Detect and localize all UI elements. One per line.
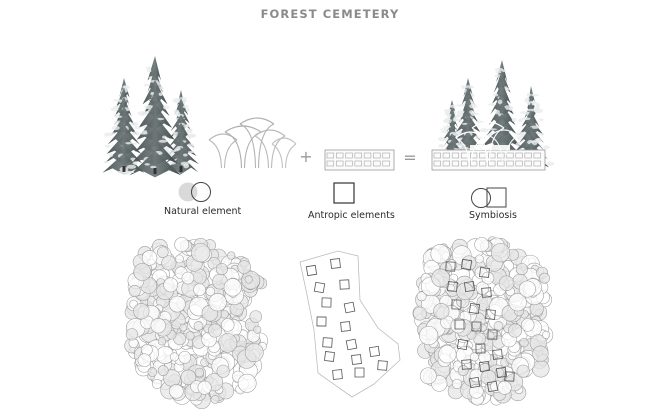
antropic-building-illustration bbox=[324, 149, 395, 171]
canopy-structures-illustration bbox=[208, 117, 297, 169]
canopy-shape bbox=[471, 121, 505, 163]
symbiosis-illustration bbox=[431, 60, 555, 171]
canopy-shape bbox=[239, 117, 275, 169]
circle-square-icon bbox=[471, 187, 507, 208]
building-shape bbox=[431, 149, 546, 171]
symbiosis-label: Symbiosis bbox=[469, 210, 517, 221]
tree-shape bbox=[102, 78, 145, 175]
antropic-elements-label: Antropic elements bbox=[308, 210, 395, 221]
natural-trees-illustration bbox=[102, 56, 199, 178]
canopy-shape bbox=[208, 133, 238, 169]
natural-plan-map bbox=[124, 237, 269, 410]
tree-shape bbox=[124, 56, 182, 178]
square-icon bbox=[333, 182, 355, 204]
canopy-shape bbox=[271, 137, 297, 169]
natural-element-label: Natural element bbox=[164, 206, 242, 217]
antropic-plan-map bbox=[299, 250, 401, 398]
symbiosis-plan-map bbox=[412, 236, 554, 406]
building-shape bbox=[324, 149, 395, 171]
overlapping-circles-icon bbox=[178, 182, 211, 202]
plus-operator: + bbox=[299, 147, 312, 166]
tree-shape bbox=[512, 86, 555, 170]
equals-operator: = bbox=[403, 148, 416, 167]
page-title: FOREST CEMETERY bbox=[260, 7, 400, 21]
